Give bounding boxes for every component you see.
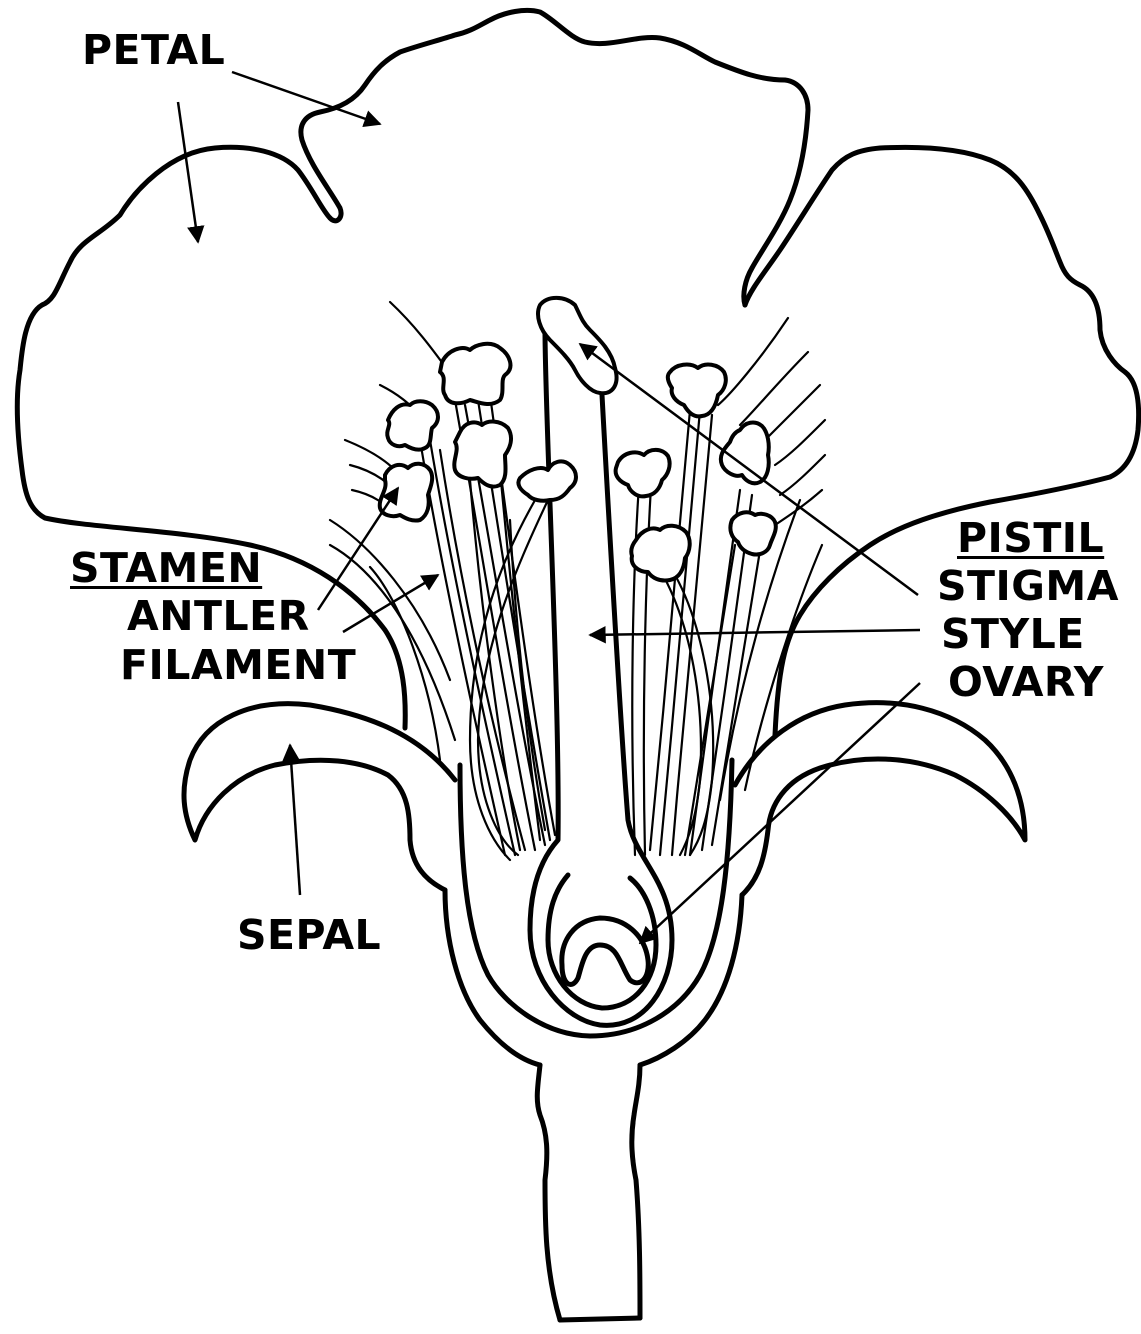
- ovule: [562, 918, 648, 984]
- label-antler: ANTLER: [127, 596, 310, 637]
- inner-cup: [460, 760, 732, 1036]
- label-stamen: STAMEN: [70, 548, 262, 589]
- label-ovary: OVARY: [948, 662, 1104, 703]
- label-stigma: STIGMA: [937, 566, 1119, 607]
- sepal-right: [735, 703, 1025, 895]
- petal-top: [301, 10, 808, 305]
- label-filament: FILAMENT: [120, 645, 356, 686]
- filaments-right: [632, 318, 825, 855]
- stigma: [538, 298, 616, 393]
- sepal-arrow: [290, 745, 300, 895]
- petal-arrow-down: [178, 102, 198, 242]
- antler-arrow: [318, 488, 398, 610]
- label-sepal: SEPAL: [237, 915, 381, 956]
- stem: [537, 1065, 560, 1320]
- ovary-arrow: [640, 683, 920, 943]
- receptacle: [445, 890, 540, 1065]
- label-style: STYLE: [941, 614, 1085, 655]
- style-arrow: [590, 630, 920, 635]
- label-petal: PETAL: [82, 30, 225, 71]
- stem-right: [632, 1065, 640, 1318]
- sepal-left: [184, 704, 455, 890]
- stem-base: [560, 1318, 640, 1320]
- label-pistil: PISTIL: [957, 518, 1104, 559]
